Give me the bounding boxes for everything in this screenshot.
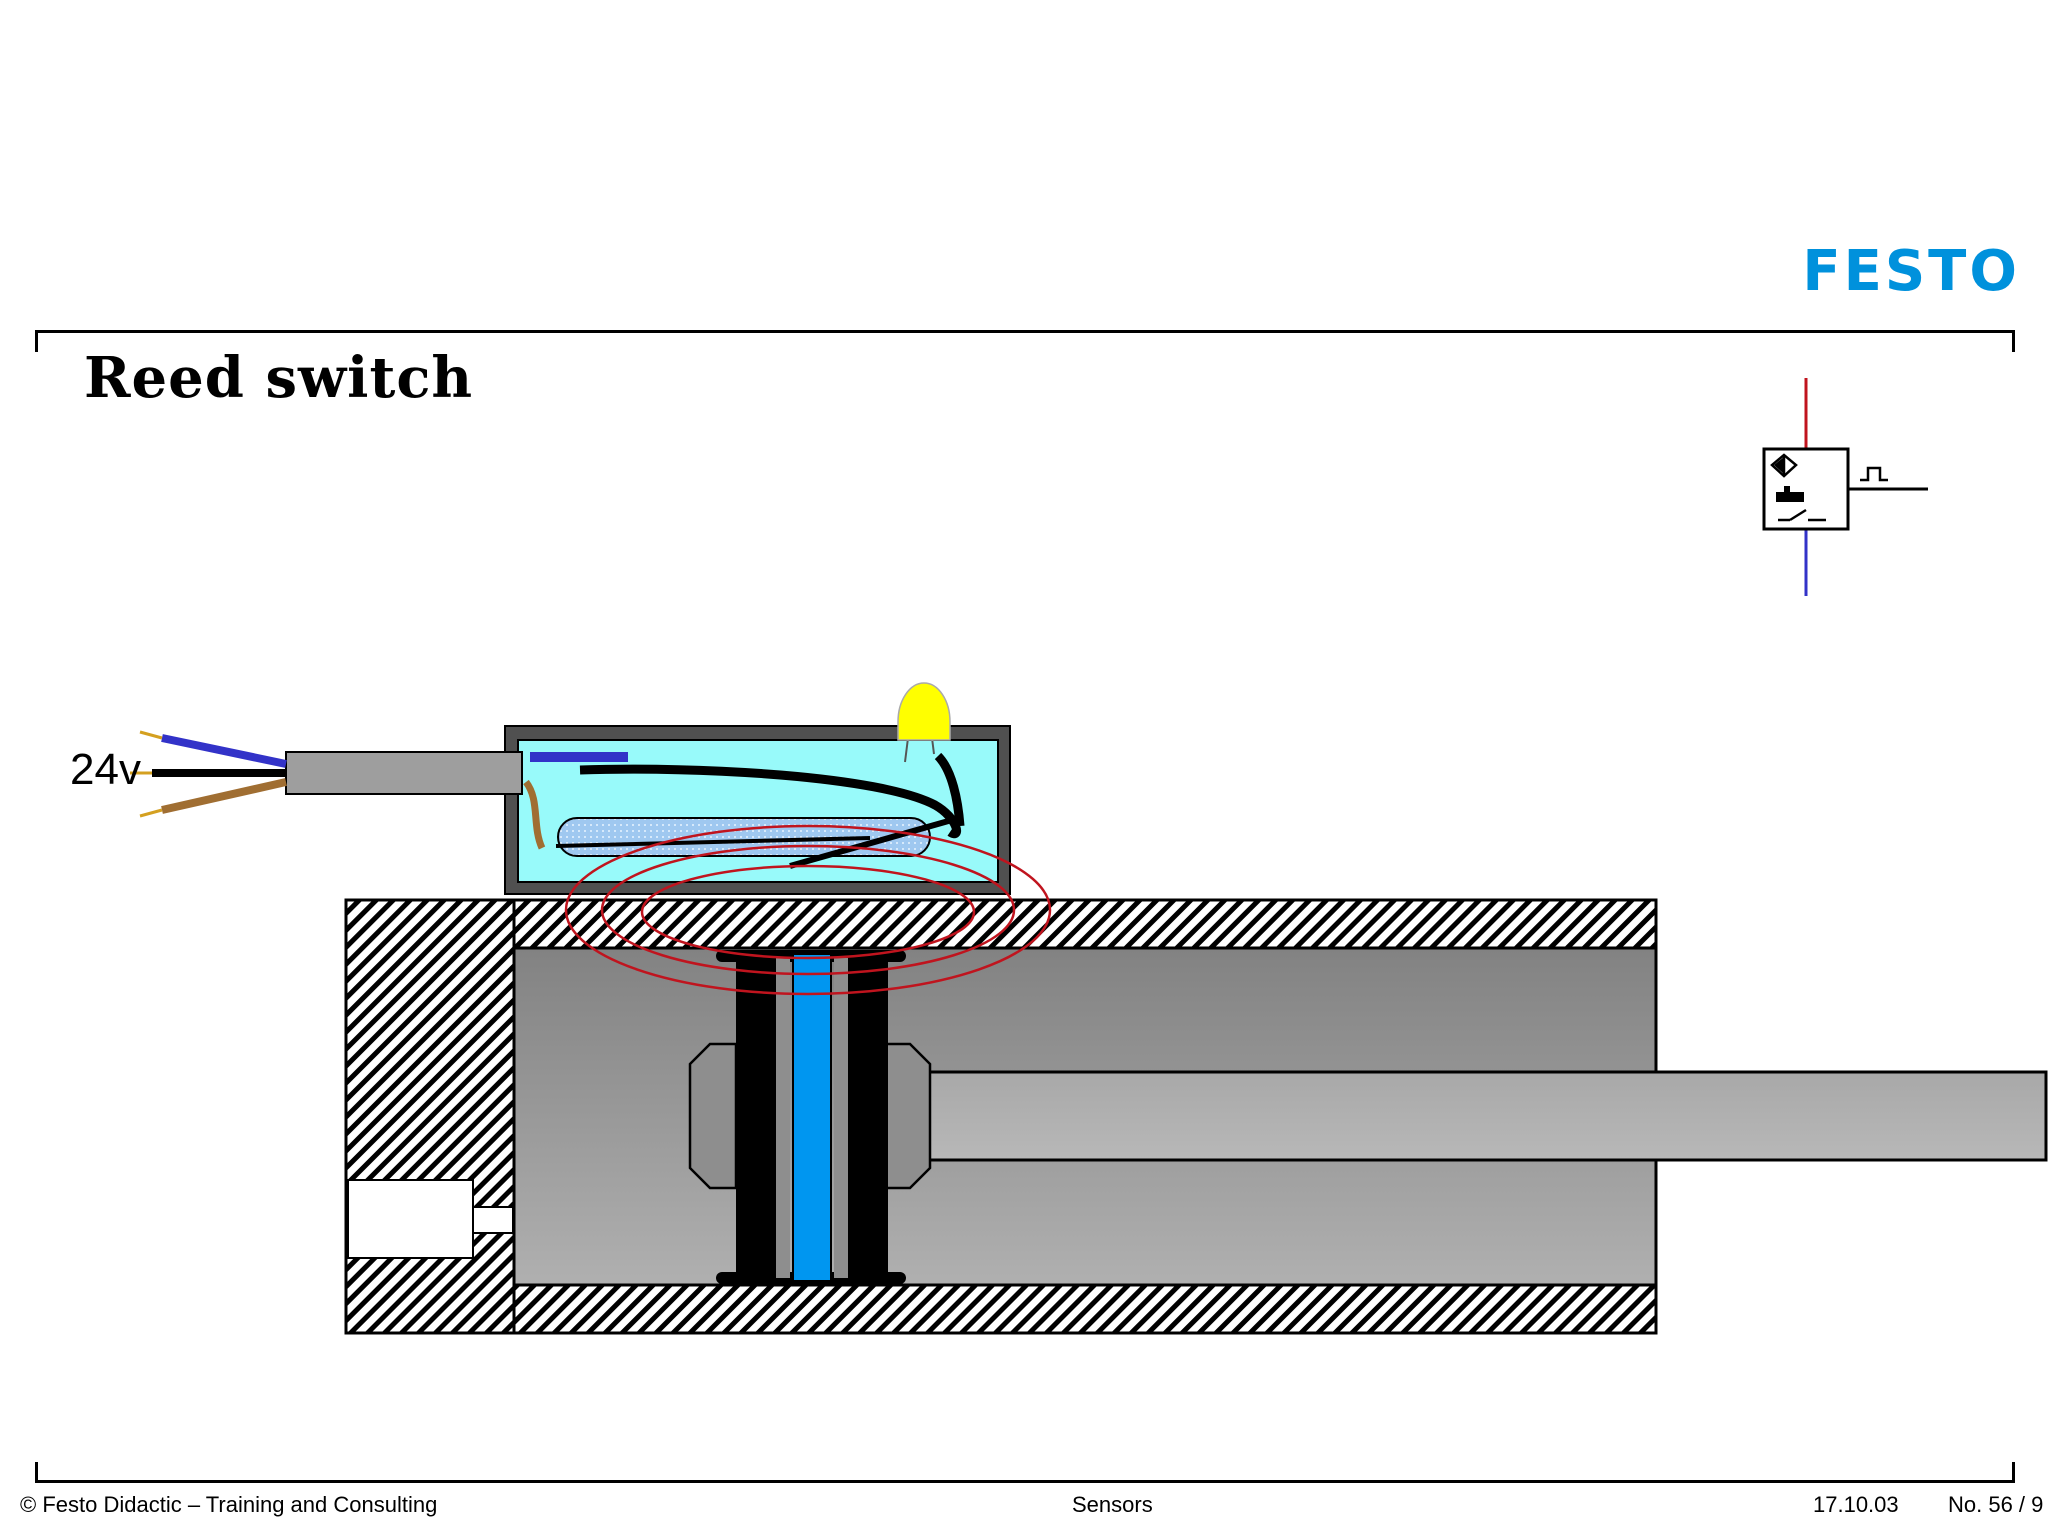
supply-voltage-label: 24v: [70, 745, 141, 794]
reed-switch-symbol: [1762, 378, 1928, 596]
piston-rod: [926, 1070, 2048, 1162]
led-indicator: [897, 682, 951, 763]
wire-brown: [161, 778, 287, 814]
header-rule: [35, 330, 2015, 333]
festo-logo: FESTO: [1802, 239, 2020, 304]
footer-rule: [35, 1480, 2015, 1483]
internal-wire-blue: [530, 752, 628, 762]
footer-rule-left-tick: [35, 1462, 38, 1483]
footer-page-number: No. 56 / 9: [1948, 1492, 2044, 1517]
footer-date: 17.10.03: [1813, 1492, 1899, 1517]
wire-tip-blue: [139, 730, 163, 740]
internal-wire-black: [579, 764, 961, 839]
piston-magnet: [792, 953, 832, 1282]
wire-blue: [161, 734, 287, 768]
piston: [688, 950, 932, 1284]
footer-rule-right-tick: [2012, 1462, 2015, 1483]
sensor-cable: [285, 751, 523, 795]
header-rule-left-tick: [35, 330, 38, 352]
magnetic-field-lines: [564, 824, 1052, 996]
footer-copyright: © Festo Didactic – Training and Consulti…: [20, 1492, 438, 1517]
internal-wire-brown: [523, 779, 546, 850]
footer-topic: Sensors: [1072, 1492, 1153, 1517]
air-port: [347, 1179, 514, 1259]
internal-wire-to-led: [934, 752, 965, 827]
header-rule-right-tick: [2012, 330, 2015, 352]
page-title: Reed switch: [84, 345, 474, 411]
wire-tip-brown: [139, 808, 163, 818]
cylinder-barrel: [344, 898, 1658, 1335]
